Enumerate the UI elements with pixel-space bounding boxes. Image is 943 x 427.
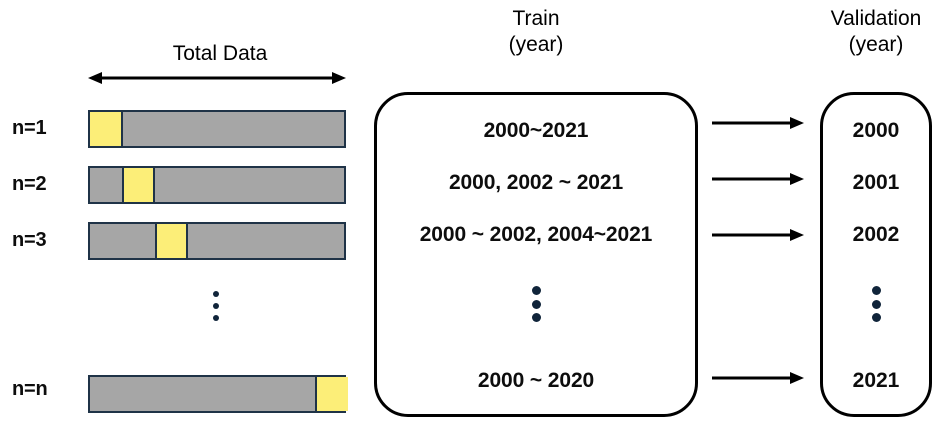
validation-row-fold-3: 2002 bbox=[852, 223, 900, 246]
validation-row-fold-1: 2000 bbox=[852, 119, 900, 142]
train-row-fold-3: 2000 ~ 2002, 2004~2021 bbox=[419, 223, 653, 246]
validation-segment-fold-3 bbox=[155, 224, 188, 258]
validation-title-line-1: Validation bbox=[830, 7, 922, 30]
data-bar-fold-2 bbox=[88, 166, 346, 204]
train-vertical-ellipsis-icon bbox=[531, 286, 542, 322]
train-row-fold-1: 2000~2021 bbox=[483, 119, 589, 142]
train-title-line-2: (year) bbox=[508, 32, 564, 56]
total-data-span-arrow bbox=[88, 72, 346, 84]
arrow-fold-n bbox=[712, 372, 804, 384]
fold-label-2: n=2 bbox=[12, 173, 47, 195]
validation-title-line-2: (year) bbox=[848, 32, 904, 56]
data-bar-fold-1 bbox=[88, 110, 346, 148]
bars-vertical-ellipsis-icon bbox=[212, 291, 220, 321]
validation-vertical-ellipsis-icon bbox=[871, 286, 882, 322]
train-row-fold-2: 2000, 2002 ~ 2021 bbox=[448, 171, 624, 194]
validation-column-title: Validation (year) bbox=[806, 6, 943, 57]
data-bar-fold-n bbox=[88, 375, 348, 413]
fold-label-n: n=n bbox=[12, 378, 48, 400]
validation-segment-fold-2 bbox=[122, 168, 155, 202]
validation-segment-fold-1 bbox=[90, 112, 123, 146]
train-years-box: 2000~2021 2000, 2002 ~ 2021 2000 ~ 2002,… bbox=[374, 92, 698, 417]
validation-years-box: 2000 2001 2002 2021 bbox=[820, 92, 932, 417]
train-title-line-1: Train bbox=[512, 7, 560, 30]
arrow-fold-3 bbox=[712, 229, 804, 241]
train-column-title: Train (year) bbox=[386, 6, 686, 57]
validation-segment-fold-n bbox=[315, 377, 348, 411]
fold-label-3: n=3 bbox=[12, 229, 47, 251]
train-row-fold-n: 2000 ~ 2020 bbox=[477, 369, 595, 392]
validation-row-fold-n: 2021 bbox=[852, 369, 900, 392]
total-data-title: Total Data bbox=[172, 42, 268, 65]
validation-row-fold-2: 2001 bbox=[852, 171, 900, 194]
fold-label-1: n=1 bbox=[12, 117, 47, 139]
arrow-fold-1 bbox=[712, 117, 804, 129]
arrow-fold-2 bbox=[712, 173, 804, 185]
data-bar-fold-3 bbox=[88, 222, 346, 260]
